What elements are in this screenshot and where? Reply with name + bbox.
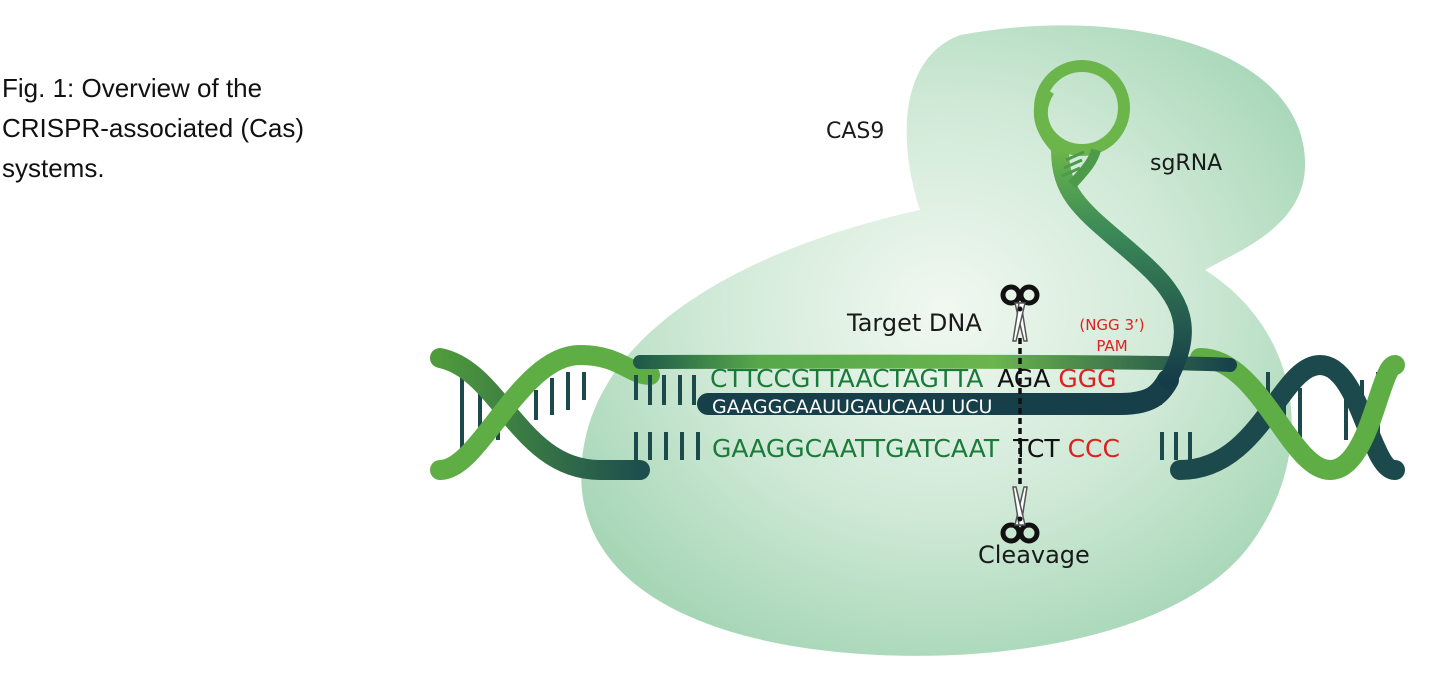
pam-label-line-1: (NGG 3’) (1079, 316, 1144, 334)
top-strand-sequence: CTTCCGTTAACTAGTTA AGA GGG (710, 364, 1116, 393)
guide-rna-sequence: GAAGGCAAUUGAUCAAU UCU (712, 396, 992, 418)
caption-line-1: Fig. 1: Overview of the (2, 73, 263, 103)
right-dna-helix (1170, 348, 1405, 481)
scissors-icon (1000, 486, 1040, 544)
bottom-strand-pam-seq: CCC (1068, 434, 1120, 463)
pam-label-line-2: PAM (1096, 337, 1127, 355)
caption-line-3: systems. (2, 153, 105, 183)
cas9-label: CAS9 (826, 119, 884, 144)
left-dna-helix (430, 344, 660, 480)
target-dna-label: Target DNA (846, 309, 982, 337)
top-strand-target-seq: CTTCCGTTAACTAGTTA (710, 364, 983, 393)
caption-line-2: CRISPR-associated (Cas) (2, 113, 304, 143)
cleavage-label: Cleavage (978, 541, 1090, 569)
sgrna-structure (1033, 60, 1192, 389)
top-strand-after-cut-seq: AGA (997, 364, 1050, 393)
cas9-protein-shape (581, 25, 1306, 656)
scissors-icon (1000, 284, 1040, 342)
bottom-strand-sequence: GAAGGCAATTGATCAAT TCT CCC (712, 434, 1120, 463)
figure-caption: Fig. 1: Overview of the CRISPR-associate… (2, 68, 402, 188)
bottom-strand-target-seq: GAAGGCAATTGATCAAT (712, 434, 1000, 463)
top-strand-pam-seq: GGG (1058, 364, 1116, 393)
sgrna-label: sgRNA (1150, 151, 1222, 176)
